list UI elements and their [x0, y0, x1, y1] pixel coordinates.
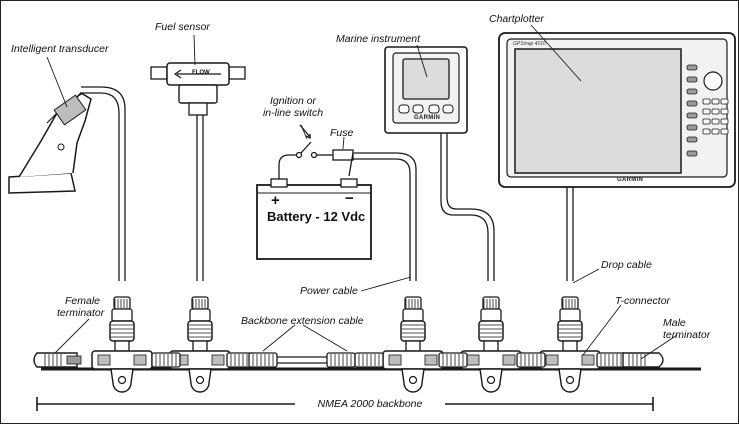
- backbone-coupler: [596, 352, 626, 368]
- label-ignition-line1: Ignition or: [269, 95, 317, 107]
- backbone-coupler: [248, 352, 278, 368]
- leader-lines: [46, 24, 678, 360]
- label-chartplotter: Chartplotter: [489, 13, 544, 25]
- t-connector: [382, 296, 444, 393]
- backbone-coupler: [326, 352, 356, 368]
- label-power-cable: Power cable: [300, 285, 358, 297]
- backbone-coupler: [151, 352, 181, 368]
- label-female-line2: terminator: [57, 307, 105, 319]
- chartplotter-model: GPSmap 4010: [513, 41, 546, 47]
- battery-label: Battery - 12 Vdc: [267, 209, 366, 224]
- label-female-terminator: Female terminator: [57, 295, 104, 319]
- battery-icon: [256, 178, 372, 260]
- label-t-connector: T-connector: [615, 295, 671, 307]
- label-male-terminator: Male terminator: [663, 317, 710, 341]
- battery-minus: −: [345, 190, 354, 207]
- label-ignition-switch: Ignition or in-line switch: [251, 95, 335, 119]
- label-intelligent-transducer: Intelligent transducer: [11, 43, 109, 55]
- label-nmea-backbone: NMEA 2000 backbone: [317, 398, 423, 410]
- marine-instrument-icon: [384, 46, 468, 134]
- backbone-coupler: [516, 352, 546, 368]
- switch-icon: [278, 124, 333, 179]
- label-backbone-extension-cable: Backbone extension cable: [241, 315, 364, 327]
- label-marine-instrument: Marine instrument: [336, 33, 421, 45]
- label-female-line1: Female: [65, 295, 101, 307]
- instrument-brand: GARMIN: [414, 115, 441, 121]
- chartplotter-icon: [498, 32, 736, 188]
- label-male-line1: Male: [663, 317, 686, 329]
- backbone-coupler: [438, 352, 468, 368]
- extension-cable: [277, 356, 327, 364]
- male-terminator: [622, 352, 664, 368]
- female-terminator: [33, 352, 82, 368]
- fuse-icon: [332, 149, 354, 177]
- chartplotter-brand: GARMIN: [617, 177, 644, 183]
- fuel-sensor-icon: [150, 62, 246, 116]
- label-fuel-sensor: Fuel sensor: [155, 21, 210, 33]
- transducer-icon: [8, 92, 92, 194]
- label-ignition-line2: in-line switch: [262, 107, 324, 119]
- drop-cables: [81, 86, 574, 281]
- t-connector: [169, 296, 231, 393]
- fuel-sensor-flow: FLOW: [192, 70, 210, 76]
- battery-plus: +: [271, 192, 280, 209]
- label-drop-cable: Drop cable: [601, 259, 652, 271]
- backbone-dimension: [36, 397, 654, 411]
- label-male-line2: terminator: [663, 329, 711, 341]
- label-fuse: Fuse: [330, 127, 354, 139]
- backbone-coupler: [354, 352, 384, 368]
- t-connector: [460, 296, 522, 393]
